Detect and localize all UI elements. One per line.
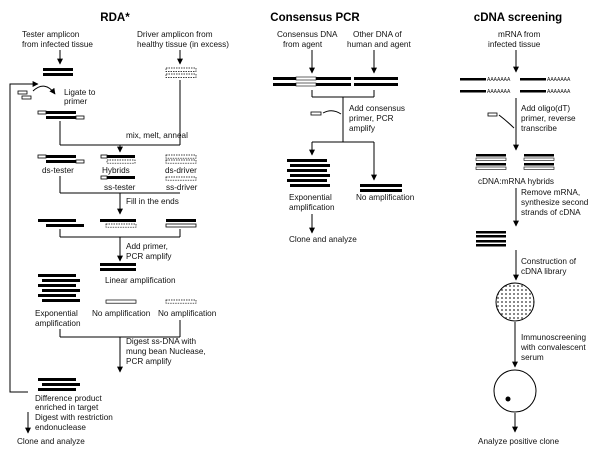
driver-source-line2: healthy tissue (in excess) <box>137 40 229 49</box>
difference-line2: enriched in target <box>35 403 99 412</box>
ss-driver-molecule <box>165 176 197 181</box>
consensus-exponential-stack <box>287 159 330 187</box>
cdna-screening-title: cDNA screening <box>474 12 562 24</box>
ss-driver-label: ss-driver <box>166 183 198 192</box>
driver-amplicon <box>165 67 197 78</box>
mrna-line1: mRNA from <box>498 30 540 39</box>
primer-adapters <box>17 90 32 100</box>
ss-tester-molecule <box>100 175 135 180</box>
rda-title: RDA* <box>100 12 130 24</box>
svg-text:AAAAAAA: AAAAAAA <box>487 89 511 95</box>
iteration-loop-arrow <box>9 81 39 393</box>
rda-panel: Tester amplicon from infected tissue Dri… <box>9 30 229 446</box>
ds-driver-label: ds-driver <box>165 166 197 175</box>
consensus-primer <box>310 111 322 116</box>
analyze-positive-label: Analyze positive clone <box>478 437 559 446</box>
tester-source-line2: from infected tissue <box>22 40 93 49</box>
consensus-no-amp-label: No amplification <box>356 193 415 202</box>
add-consensus-line3: amplify <box>349 124 376 133</box>
cdna-panel: mRNA from infected tissue AAAAAAA AAAAAA… <box>460 30 589 446</box>
human-dna-molecule <box>354 77 398 86</box>
consensus-no-amp-molecule <box>360 184 402 192</box>
hybrids-label-cdna: cDNA:mRNA hybrids <box>478 177 554 186</box>
tester-source-line1: Tester amplicon <box>22 30 80 39</box>
digest-restriction-line1: Digest with restriction <box>35 413 113 422</box>
no-amp-product-1 <box>105 299 137 304</box>
svg-text:AAAAAAA: AAAAAAA <box>547 89 571 95</box>
remove-line2: synthesize second <box>521 198 589 207</box>
cdna-mrna-hybrid-stack <box>475 154 555 170</box>
digest-ss-line2: mung bean Nuclease, <box>126 347 206 356</box>
add-consensus-line2: primer, PCR <box>349 114 394 123</box>
ligated-tester <box>37 110 85 120</box>
ligate-line1: Ligate to <box>64 88 96 97</box>
arrow-ligate <box>32 85 56 95</box>
consensus-panel: Consensus DNA from agent Other DNA of hu… <box>273 30 415 244</box>
filled-ds-tester <box>38 219 84 227</box>
svg-text:AAAAAAA: AAAAAAA <box>547 77 571 83</box>
immuno-line3: serum <box>521 353 544 362</box>
exponential-line2: amplification <box>35 319 81 328</box>
ds-cdna-stack <box>476 231 506 247</box>
oligo-dt-primer <box>487 112 498 117</box>
svg-text:AAAAAAA: AAAAAAA <box>487 77 511 83</box>
mrna-line2: infected tissue <box>488 40 541 49</box>
filled-hybrid <box>100 219 137 228</box>
ds-tester-label: ds-tester <box>42 166 74 175</box>
add-consensus-line1: Add consensus <box>349 104 405 113</box>
screening-plate <box>493 369 537 413</box>
add-oligo-line1: Add oligo(dT) <box>521 104 570 113</box>
agent-dna-molecule <box>273 76 351 87</box>
immuno-line1: Immunoscreening <box>521 333 587 342</box>
positive-clone-dot <box>505 396 511 402</box>
mix-label: mix, melt, anneal <box>126 131 188 140</box>
ds-driver-molecule <box>165 154 197 164</box>
exponential-stack <box>38 274 80 302</box>
consensus-clone-label: Clone and analyze <box>289 235 357 244</box>
add-primer-line1: Add primer, <box>126 242 168 251</box>
no-amp-label-1: No amplification <box>92 309 151 318</box>
digest-ss-line3: PCR amplify <box>126 357 172 366</box>
mrna-molecules: AAAAAAA AAAAAAA AAAAAAA AAAAAAA <box>460 77 571 95</box>
construction-line2: cDNA library <box>521 267 567 276</box>
linear-product <box>100 263 136 271</box>
add-primer-line2: PCR amplify <box>126 252 172 261</box>
ligate-line2: primer <box>64 97 87 106</box>
no-amp-product-2 <box>165 299 197 304</box>
consensus-exponential-line1: Exponential <box>289 193 332 202</box>
other-dna-line2: human and agent <box>347 40 411 49</box>
other-dna-line1: Other DNA of <box>353 30 402 39</box>
hybrid-molecule <box>100 154 136 164</box>
construction-line1: Construction of <box>521 257 577 266</box>
remove-line3: strands of cDNA <box>521 208 581 217</box>
digest-restriction-line2: endonuclease <box>35 423 86 432</box>
remove-line1: Remove mRNA, <box>521 188 580 197</box>
rda-clone-label: Clone and analyze <box>17 437 85 446</box>
consensus-exponential-line2: amplification <box>289 203 335 212</box>
add-oligo-line2: primer, reverse <box>521 114 576 123</box>
fill-label: Fill in the ends <box>126 197 179 206</box>
consensus-dna-line1: Consensus DNA <box>277 30 338 39</box>
digest-ss-line1: Digest ss-DNA with <box>126 337 197 346</box>
difference-product <box>38 378 80 391</box>
consensus-pcr-title: Consensus PCR <box>270 12 360 24</box>
consensus-dna-line2: from agent <box>283 40 323 49</box>
exponential-line1: Exponential <box>35 309 78 318</box>
ss-tester-label: ss-tester <box>104 183 136 192</box>
no-amp-label-2: No amplification <box>158 309 217 318</box>
linear-label: Linear amplification <box>105 276 176 285</box>
filled-ss-tester <box>165 219 197 228</box>
difference-line1: Difference product <box>35 394 102 403</box>
immuno-line2: with convalescent <box>520 343 586 352</box>
ds-tester-molecule <box>37 154 85 164</box>
driver-source-line1: Driver amplicon from <box>137 30 213 39</box>
cdna-library-plate <box>495 282 535 322</box>
tester-amplicon <box>43 68 73 76</box>
add-oligo-line3: transcribe <box>521 124 557 133</box>
hybrids-label: Hybrids <box>102 166 130 175</box>
